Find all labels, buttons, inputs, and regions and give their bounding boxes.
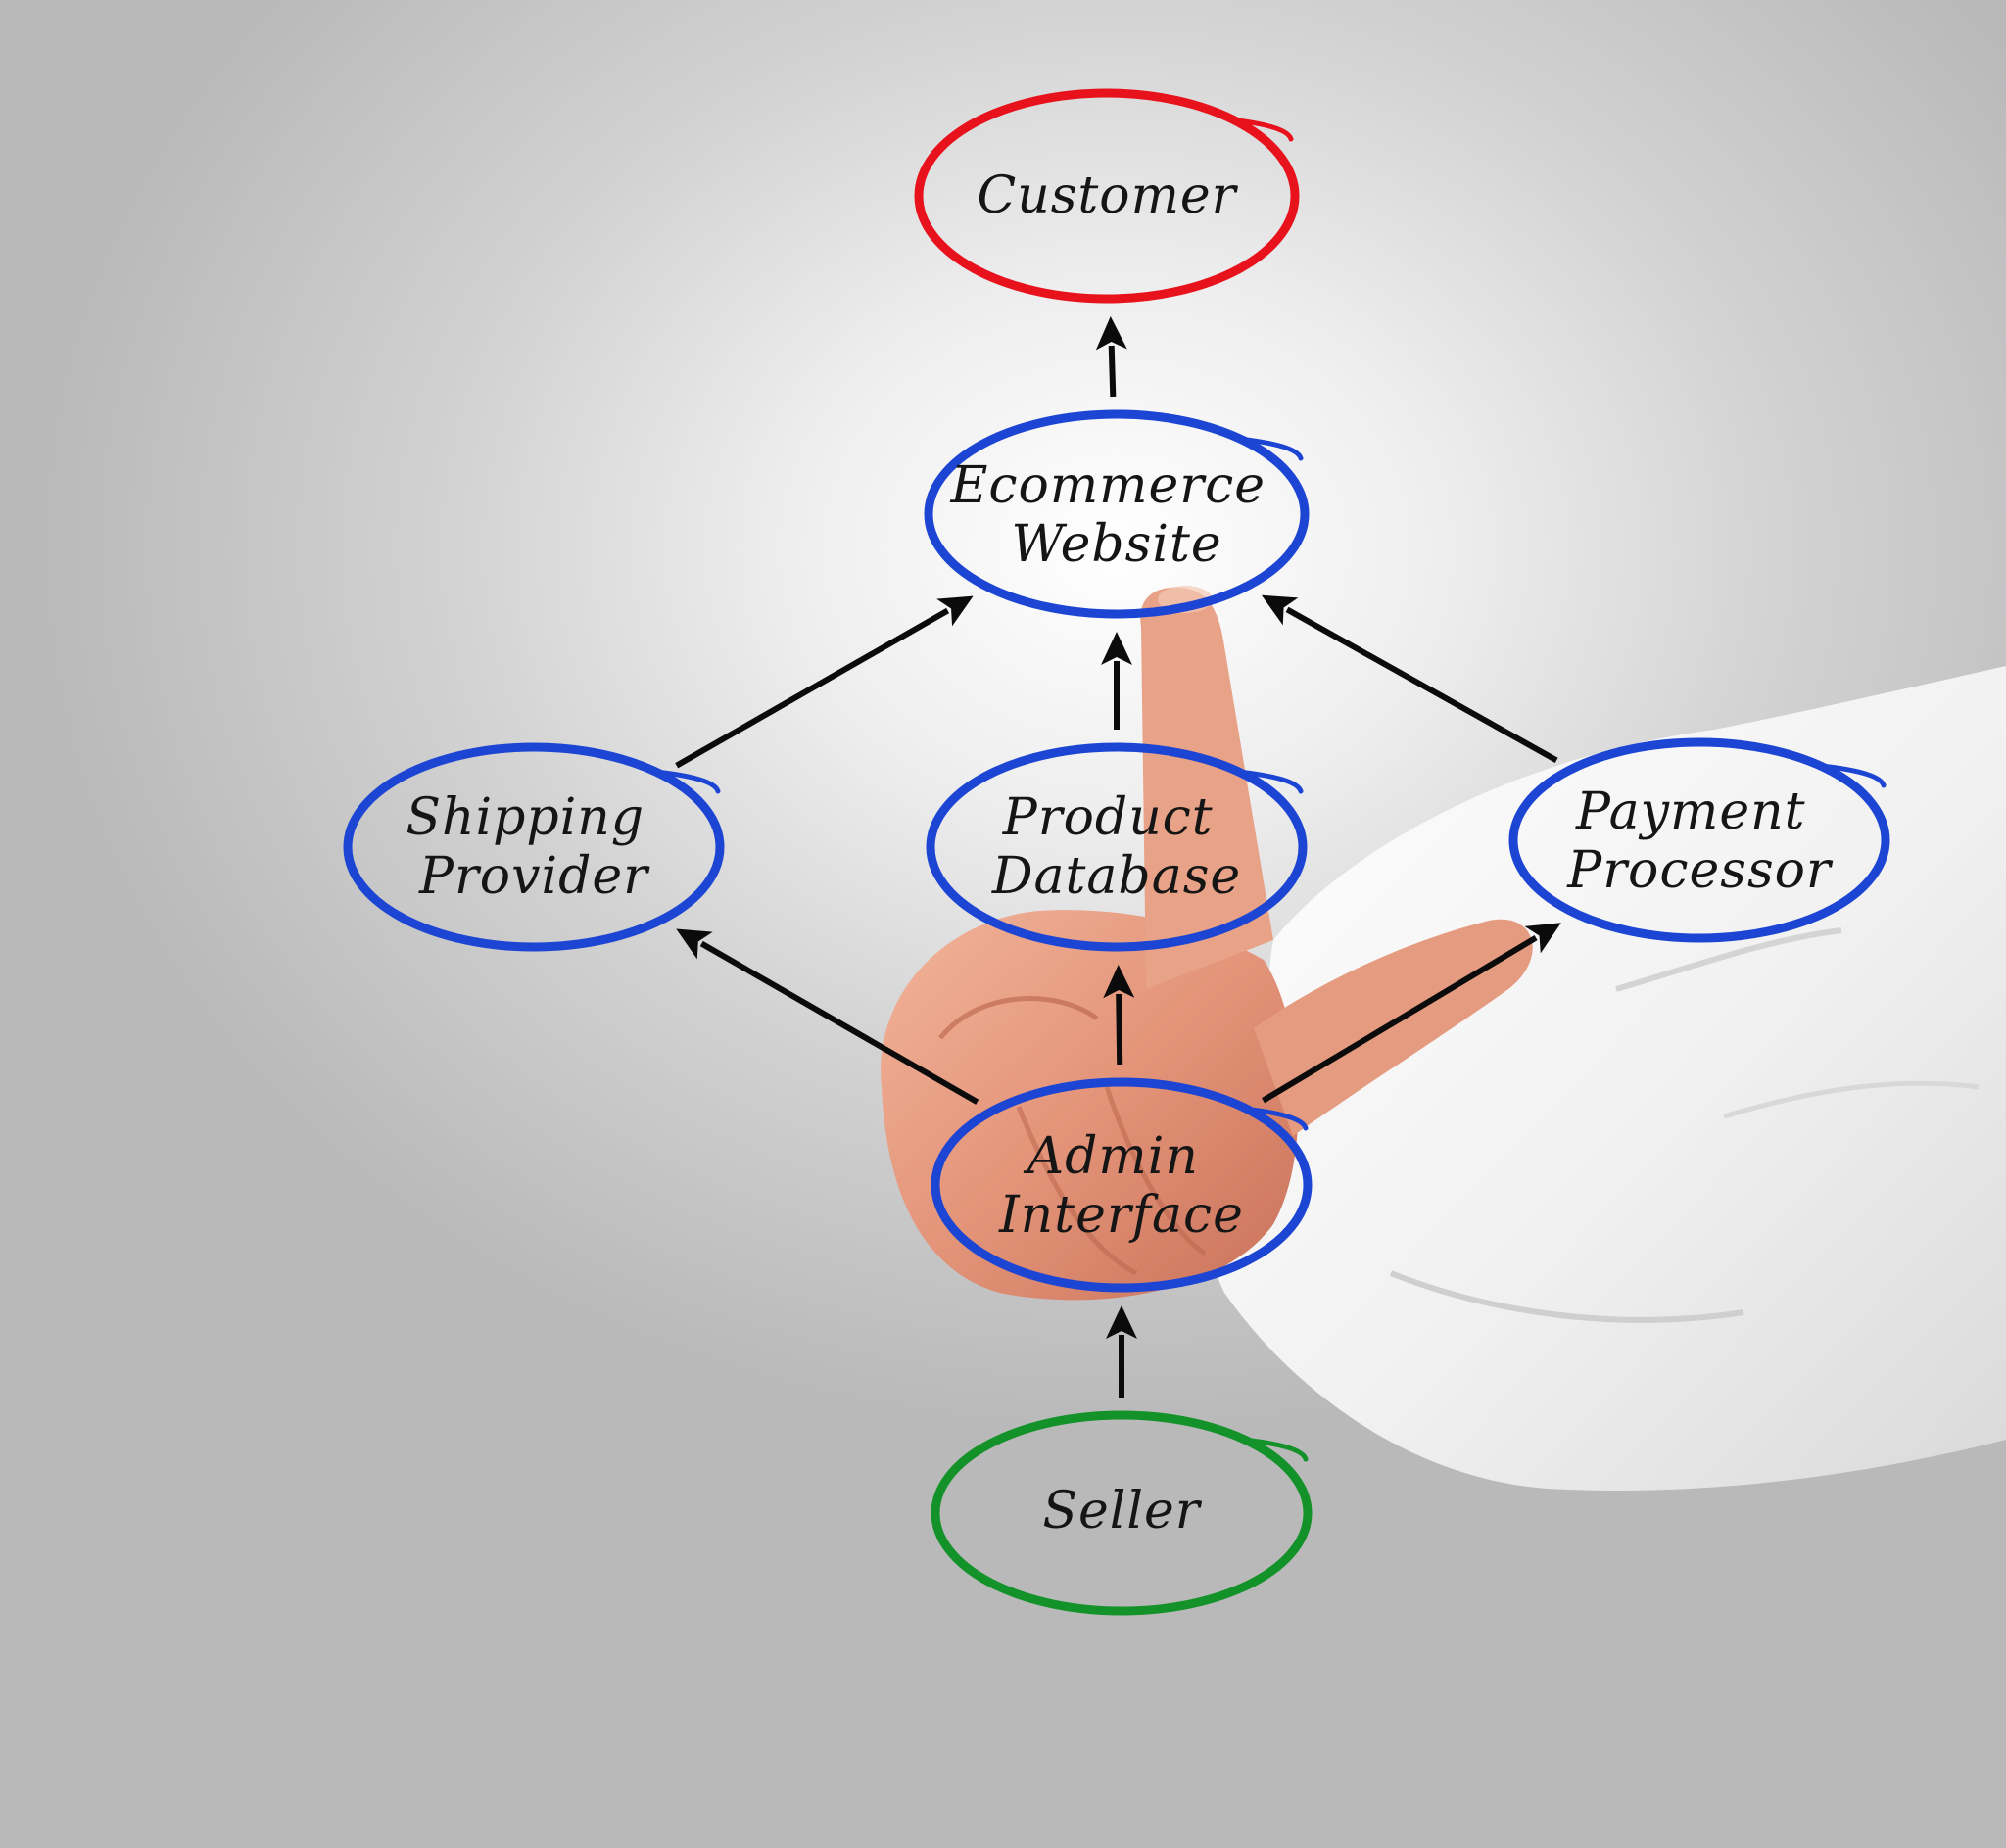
arrowhead: [1524, 923, 1561, 954]
arrowhead: [1095, 315, 1127, 351]
arrow-shaft: [699, 940, 979, 1105]
node-shipping: Shipping Provider: [343, 742, 725, 952]
node-product-swash: [1236, 769, 1304, 794]
node-customer-ring: [914, 88, 1300, 304]
arrow-shaft: [1108, 345, 1117, 398]
node-customer-label: Customer: [977, 166, 1238, 225]
sleeve-fold: [1615, 927, 1842, 992]
shirt-sleeve: [1210, 666, 2006, 1491]
node-shipping-swash: [653, 769, 721, 794]
arrowhead: [1106, 1305, 1137, 1339]
node-ecommerce-ring: [924, 409, 1310, 619]
arrow-shaft: [675, 607, 950, 769]
node-ecommerce-swash: [1236, 436, 1304, 461]
node-ecommerce: Ecommerce Website: [924, 409, 1310, 619]
node-product-ring: [926, 742, 1308, 952]
node-payment-swash: [1819, 763, 1887, 788]
pointing-hand-photo: [881, 586, 2006, 1491]
sleeve-fold: [1723, 1080, 1980, 1119]
arrow-shaft: [1285, 606, 1558, 763]
finger-crease: [938, 996, 1099, 1040]
node-admin-label: Admin Interface: [998, 1127, 1244, 1245]
diagram-edges: [675, 315, 1561, 1398]
node-product-label: Product Database: [991, 788, 1241, 906]
node-admin-swash: [1241, 1106, 1309, 1131]
arrowhead: [676, 928, 713, 960]
arrowhead: [936, 595, 974, 627]
node-payment-label: Payment Processor: [1566, 782, 1834, 900]
arrow-product-to-ecommerce: [1101, 632, 1132, 730]
arrow-admin-to-payment: [1262, 923, 1561, 1104]
arrow-admin-to-product: [1103, 964, 1135, 1066]
node-seller-swash: [1241, 1437, 1309, 1462]
arrow-ecommerce-to-customer: [1095, 315, 1127, 398]
arrow-shipping-to-ecommerce: [675, 595, 974, 769]
arrow-admin-to-shipping: [676, 928, 979, 1105]
hand-thumb: [1254, 919, 1533, 1136]
node-product: Product Database: [926, 742, 1308, 952]
arrowhead: [1101, 632, 1132, 665]
node-admin-ring: [931, 1077, 1313, 1293]
node-shipping-ring: [343, 742, 725, 952]
finger-crease: [1016, 1106, 1138, 1276]
node-customer: Customer: [914, 88, 1300, 304]
node-payment: Payment Processor: [1508, 737, 1890, 943]
arrow-payment-to-ecommerce: [1261, 594, 1558, 763]
arrow-shaft: [1262, 935, 1538, 1104]
node-seller: Seller: [931, 1410, 1313, 1616]
node-payment-ring: [1508, 737, 1890, 943]
diagram-nodes: Customer Ecommerce Website Shipping Prov…: [343, 88, 1890, 1616]
index-finger: [1140, 587, 1273, 989]
sleeve-fold: [1389, 1270, 1744, 1323]
arrowhead: [1103, 964, 1135, 999]
arrow-shaft: [1116, 993, 1123, 1066]
arrowhead: [1261, 594, 1299, 626]
node-seller-ring: [931, 1410, 1313, 1616]
node-admin: Admin Interface: [931, 1077, 1313, 1293]
finger-crease: [1104, 1086, 1207, 1256]
arrow-seller-to-admin: [1106, 1305, 1137, 1398]
node-customer-swash: [1226, 117, 1294, 142]
node-shipping-label: Shipping Provider: [406, 788, 661, 906]
node-ecommerce-label: Ecommerce Website: [949, 456, 1282, 574]
node-seller-label: Seller: [1042, 1482, 1202, 1540]
